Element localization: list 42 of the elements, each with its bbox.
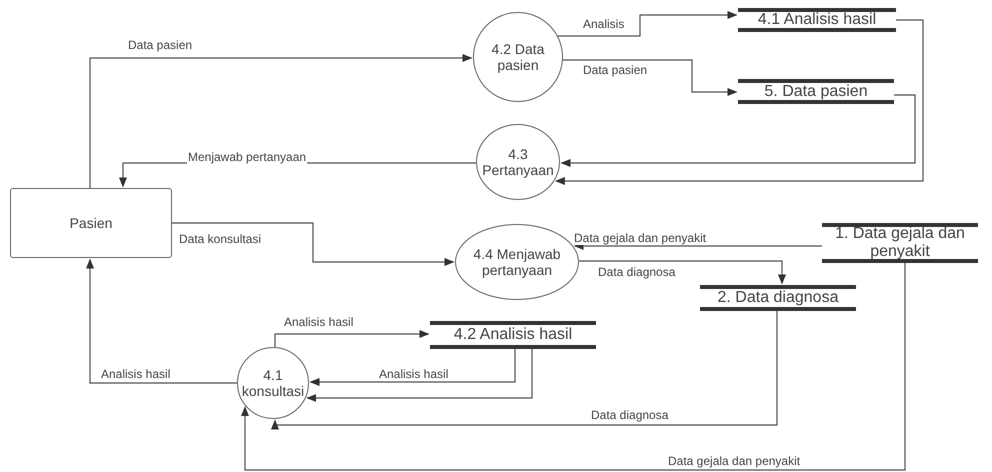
arrow: [562, 59, 738, 96]
arrow: [306, 349, 533, 402]
arrow: [578, 260, 786, 284]
edge-label: Data pasien: [582, 63, 648, 78]
data-store: [822, 223, 978, 263]
node-label: 4.2 Data pasien: [490, 40, 546, 74]
data-store: [738, 79, 894, 104]
edge-label: Analisis hasil: [283, 315, 354, 330]
edge-label: Menjawab pertanyaan: [187, 150, 308, 164]
node-label: 4.1 Analisis hasil: [758, 11, 876, 29]
arrow: [554, 19, 924, 185]
arrow: [86, 258, 237, 384]
arrow: [89, 54, 472, 188]
node-label: 4.1 konsultasi: [242, 366, 304, 400]
edge-label: Data pasien: [127, 38, 194, 52]
node-label: 4.3 Pertanyaan: [481, 146, 555, 178]
node-label: Pasien: [70, 215, 112, 231]
node-label: 5. Data pasien: [764, 82, 868, 100]
data-store: [738, 8, 896, 32]
edge-label: Data diagnosa: [590, 408, 670, 422]
arrow: [574, 242, 822, 250]
node-label: 2. Data diagnosa: [718, 289, 838, 307]
arrow: [560, 94, 916, 167]
edge-label: Data gejala dan penyakit: [573, 231, 708, 246]
edge-label: Data konsultasi: [178, 232, 262, 246]
data-store: [700, 285, 856, 311]
arrow: [172, 222, 454, 266]
arrow: [558, 11, 738, 37]
node-label: 4.2 Analisis hasil: [454, 326, 572, 344]
node-label: 4.4 Menjawab pertanyaan: [472, 246, 562, 278]
edge-label: Analisis hasil: [100, 367, 172, 382]
arrow: [271, 311, 778, 430]
arrow: [241, 263, 906, 471]
edge-label: Analisis hasil: [378, 367, 450, 382]
data-store: [430, 321, 596, 349]
node-label: 1. Data gejala dan penyakit: [834, 225, 966, 261]
arrow: [274, 330, 430, 348]
edge-label: Data gejala dan penyakit: [667, 454, 802, 468]
edge-label: Data diagnosa: [597, 265, 676, 280]
edge-label: Analisis: [582, 17, 626, 32]
arrow: [309, 349, 516, 386]
entity-box: [10, 188, 172, 258]
